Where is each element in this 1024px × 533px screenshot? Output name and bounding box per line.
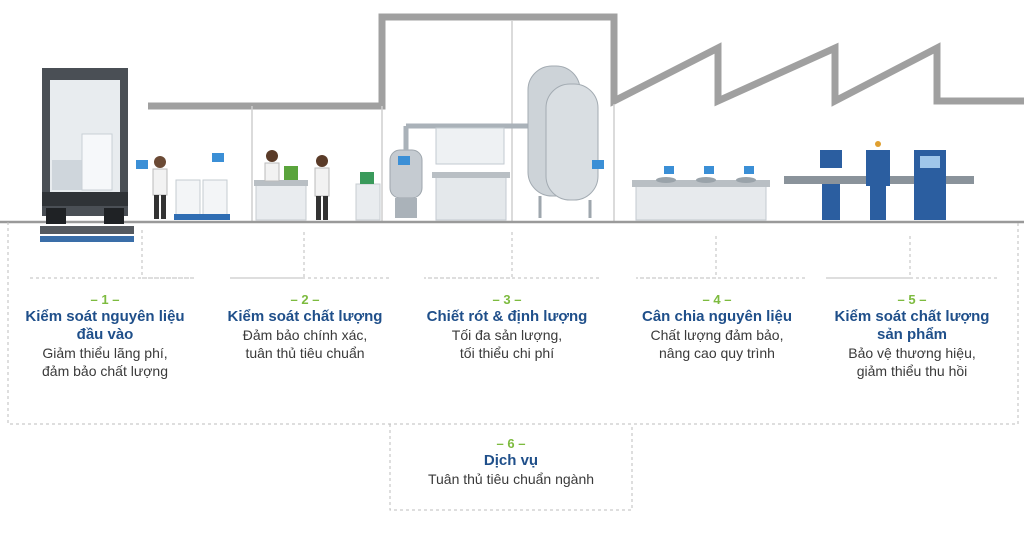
storage-tank-icon: [527, 65, 604, 218]
step-2-title-line-1: Kiểm soát chất lượng: [227, 308, 383, 325]
step-6-title-line-1: Dịch vụ: [483, 452, 539, 469]
step-1-desc-line-1: Giảm thiểu lãng phí,: [42, 345, 168, 361]
step-4-desc-line-2: nâng cao quy trình: [659, 345, 775, 361]
step-5-number: – 5 –: [897, 292, 927, 307]
factory-roof-outline: [148, 13, 1024, 110]
step-4-title-line-1: Cân chia nguyên liệu: [641, 308, 793, 325]
weighing-station-icon: [632, 166, 770, 221]
step-1-block: – 1 – Kiểm soát nguyên liệu đầu vào Giảm…: [0, 292, 210, 380]
step-4-number: – 4 –: [702, 292, 732, 307]
step-6-desc-line-1: Tuân thủ tiêu chuẩn ngành: [427, 471, 595, 487]
step-2-desc-line-1: Đảm bảo chính xác,: [242, 327, 368, 343]
filling-machine-icon: [389, 123, 540, 221]
step-2-number: – 2 –: [290, 292, 320, 307]
worker-icon: [136, 156, 168, 219]
step-1-title-line-1: Kiểm soát nguyên liệu: [25, 308, 185, 325]
step-3-desc-line-1: Tối đa sản lượng,: [451, 327, 563, 343]
step-4-desc-line-1: Chất lượng đảm bảo,: [650, 327, 784, 343]
step-5-desc-line-1: Bảo vệ thương hiệu,: [848, 345, 976, 361]
step-6-number: – 6 –: [496, 436, 526, 451]
step-2-desc-line-2: tuân thủ tiêu chuẩn: [245, 345, 365, 361]
checkweigher-icon: [784, 141, 974, 220]
pallet-icon: [174, 153, 230, 220]
step-4-block: – 4 – Cân chia nguyên liệu Chất lượng đả…: [612, 292, 822, 362]
step-5-desc-line-2: giảm thiểu thu hồi: [856, 363, 968, 379]
step-3-block: – 3 – Chiết rót & định lượng Tối đa sản …: [402, 292, 612, 362]
step-6-block: – 6 – Dịch vụ Tuân thủ tiêu chuẩn ngành: [392, 436, 630, 488]
step-5-block: – 5 – Kiểm soát chất lượng sản phẩm Bảo …: [806, 292, 1018, 380]
step-2-block: – 2 – Kiểm soát chất lượng Đảm bảo chính…: [200, 292, 410, 362]
step-1-number: – 1 –: [90, 292, 120, 307]
step-5-title-line-1: Kiểm soát chất lượng: [834, 308, 990, 325]
step-1-title-line-2: đầu vào: [76, 326, 134, 343]
step-3-title-line-1: Chiết rót & định lượng: [426, 308, 588, 325]
step-3-number: – 3 –: [492, 292, 522, 307]
step-1-desc-line-2: đảm bảo chất lượng: [42, 363, 168, 379]
lab-technician-icon: [254, 150, 381, 221]
dashed-connectors: [7, 222, 1019, 511]
step-3-desc-line-2: tối thiểu chi phí: [459, 345, 555, 361]
step-5-title-line-2: sản phẩm: [876, 326, 948, 343]
truck-icon: [40, 68, 134, 242]
